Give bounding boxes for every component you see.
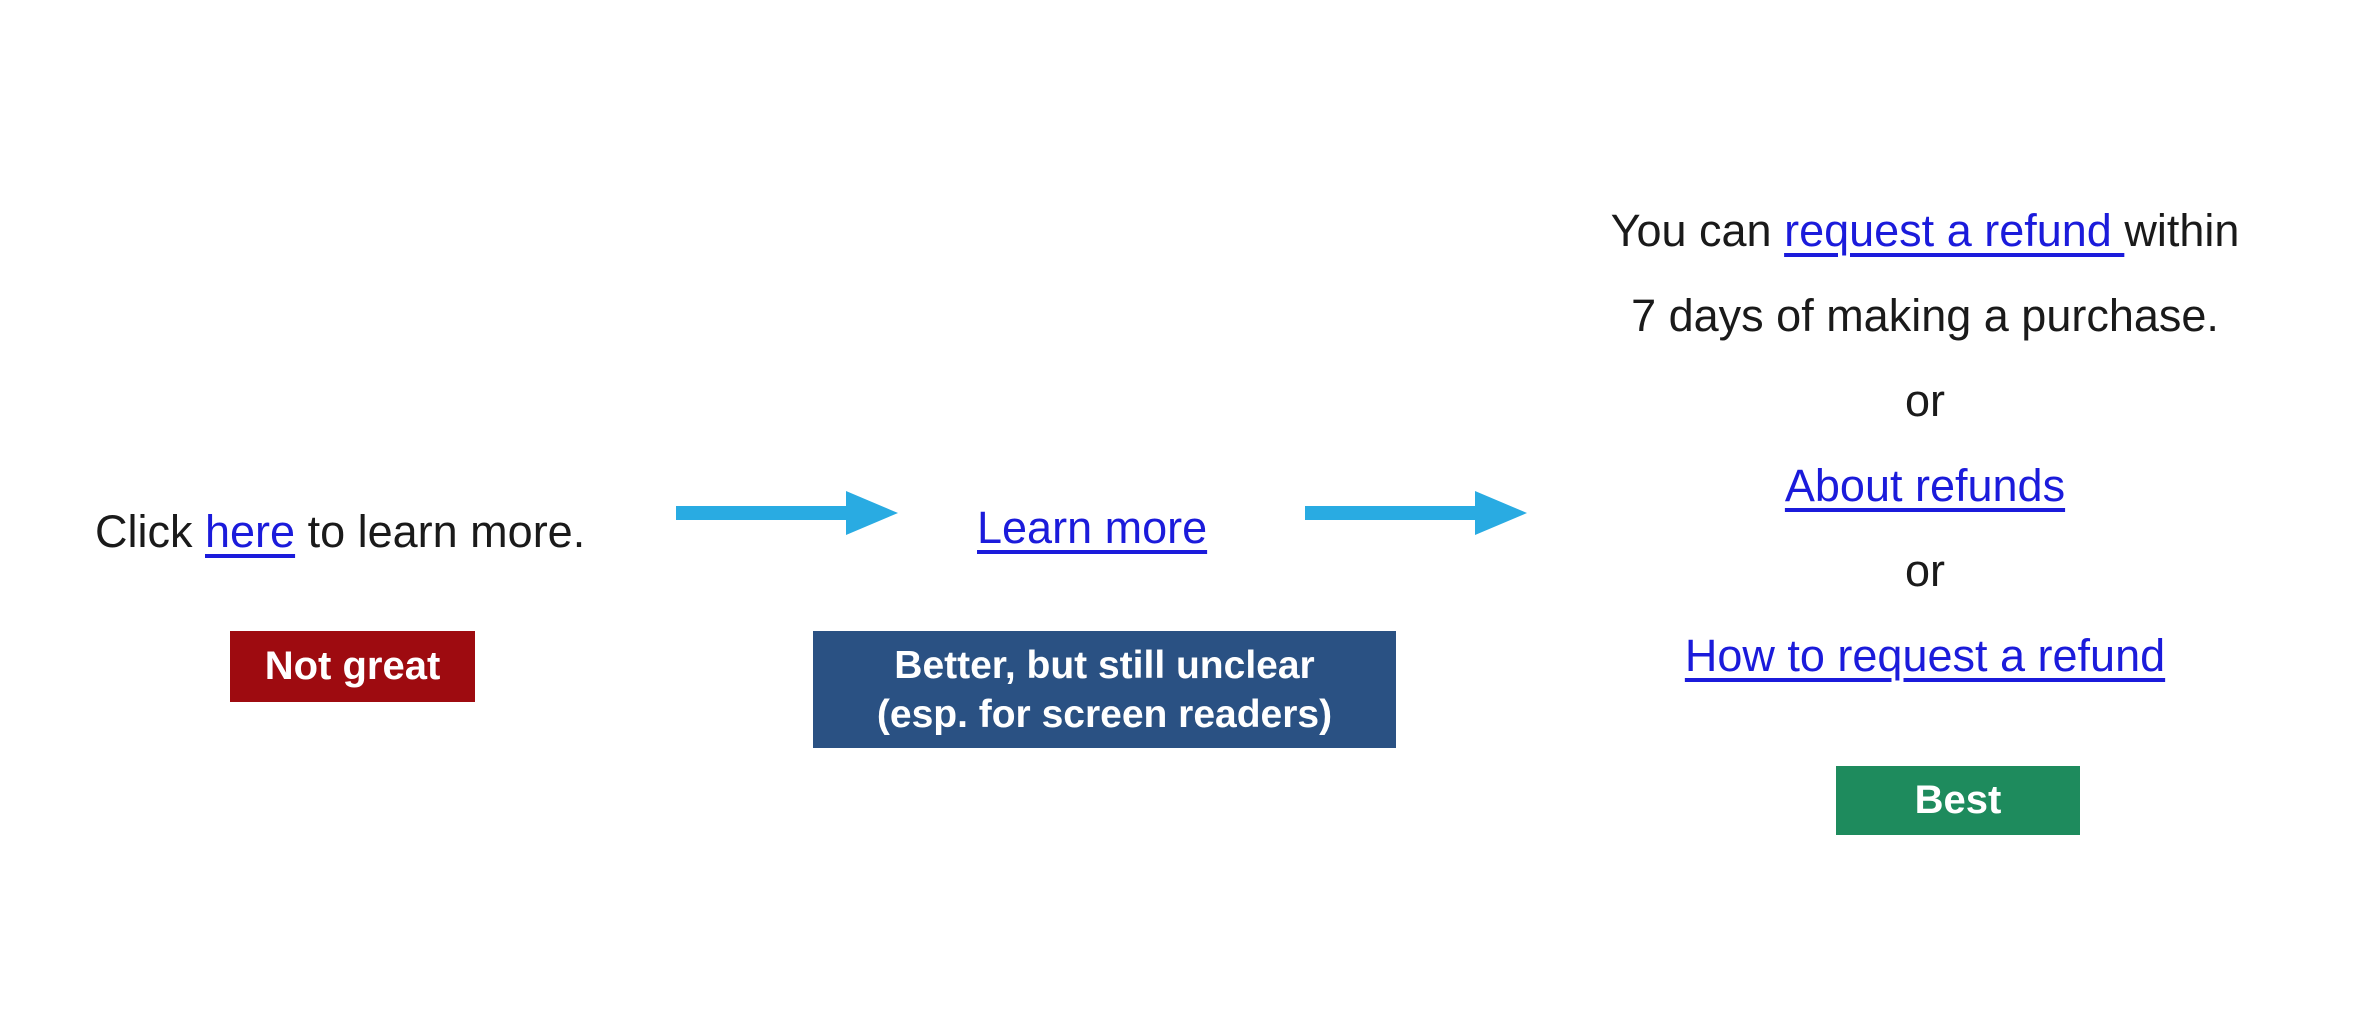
best-badge-label: Best (1914, 778, 2002, 822)
bad-sentence-prefix: Click (95, 506, 205, 557)
best-example-text: You can request a refund within 7 days o… (1530, 188, 2320, 698)
about-refunds-line: About refunds (1530, 443, 2320, 528)
arrow-head (846, 491, 898, 535)
here-link[interactable]: here (205, 506, 296, 557)
how-to-request-refund-link[interactable]: How to request a refund (1684, 630, 2166, 681)
better-example-sentence: Learn more (977, 500, 1207, 556)
better-badge-line2: (esp. for screen readers) (876, 692, 1333, 736)
how-to-request-refund-line: How to request a refund (1530, 613, 2320, 698)
best-sentence-line2: 7 days of making a purchase. (1631, 290, 2219, 341)
arrow-shaft (1305, 506, 1476, 520)
best-badge: Best (1836, 766, 2080, 835)
arrow-shaft (676, 506, 847, 520)
not-great-badge: Not great (230, 631, 475, 702)
arrow-right-icon (676, 491, 898, 535)
learn-more-link[interactable]: Learn more (977, 502, 1208, 553)
arrow-right-icon (1305, 491, 1527, 535)
arrow-head (1475, 491, 1527, 535)
better-but-unclear-badge: Better, but still unclear (esp. for scre… (813, 631, 1396, 748)
better-badge-line1: Better, but still unclear (894, 643, 1315, 687)
about-refunds-link[interactable]: About refunds (1784, 460, 2066, 511)
request-refund-link[interactable]: request a refund (1784, 205, 2125, 256)
best-sentence-suffix: within (2124, 205, 2240, 256)
or-separator: or (1904, 375, 1945, 426)
best-sentence-line1: You can request a refund within (1530, 188, 2320, 273)
bad-sentence-suffix: to learn more. (295, 506, 586, 557)
best-sentence-prefix: You can (1610, 205, 1785, 256)
bad-example-sentence: Click here to learn more. (95, 504, 585, 560)
not-great-badge-label: Not great (264, 644, 441, 688)
or-separator: or (1904, 545, 1945, 596)
